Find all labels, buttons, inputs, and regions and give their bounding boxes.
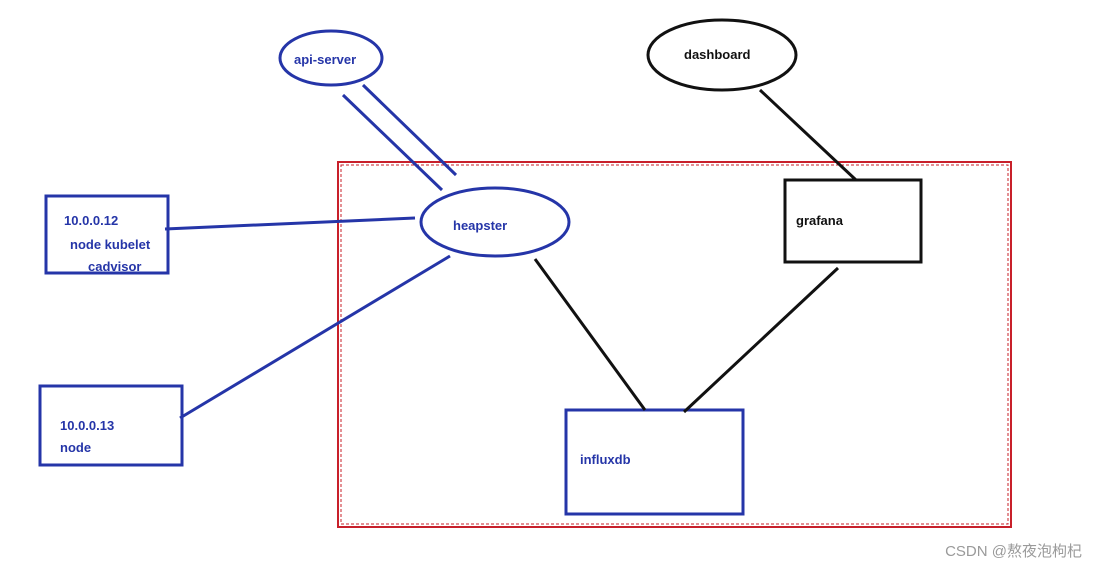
- node-12-box: [44, 194, 170, 275]
- dashboard-label: dashboard: [684, 47, 751, 62]
- api-heapster-link-a: [341, 93, 444, 192]
- heapster-node: [419, 186, 571, 258]
- node-12-role: node kubelet: [70, 237, 151, 252]
- node-13-role: node: [60, 440, 92, 455]
- heapster-influxdb-link: [533, 258, 647, 411]
- node12-heapster-link: [164, 216, 416, 231]
- dashboard-grafana-link: [758, 88, 858, 182]
- dashboard-node: [646, 18, 798, 92]
- node-13-ip: 10.0.0.13: [60, 418, 115, 433]
- cluster-boundary-inner: [340, 164, 1009, 525]
- grafana-influxdb-link: [682, 266, 840, 414]
- node-12-cadvisor: cadvisor: [88, 259, 142, 274]
- influxdb-label: influxdb: [580, 452, 631, 467]
- heapster-label: heapster: [453, 218, 508, 233]
- node-13-box: [38, 384, 184, 467]
- api-server-node: [278, 29, 384, 87]
- grafana-node: [783, 178, 923, 264]
- csdn-watermark: CSDN @熬夜泡枸杞: [945, 543, 1082, 560]
- cluster-boundary: [337, 161, 1012, 528]
- influxdb-node: [564, 408, 745, 516]
- node-12-ip: 10.0.0.12: [64, 213, 119, 228]
- grafana-label: grafana: [796, 213, 843, 228]
- api-server-label: api-server: [294, 52, 357, 67]
- api-heapster-link-b: [361, 83, 458, 177]
- node13-heapster-link: [179, 254, 451, 420]
